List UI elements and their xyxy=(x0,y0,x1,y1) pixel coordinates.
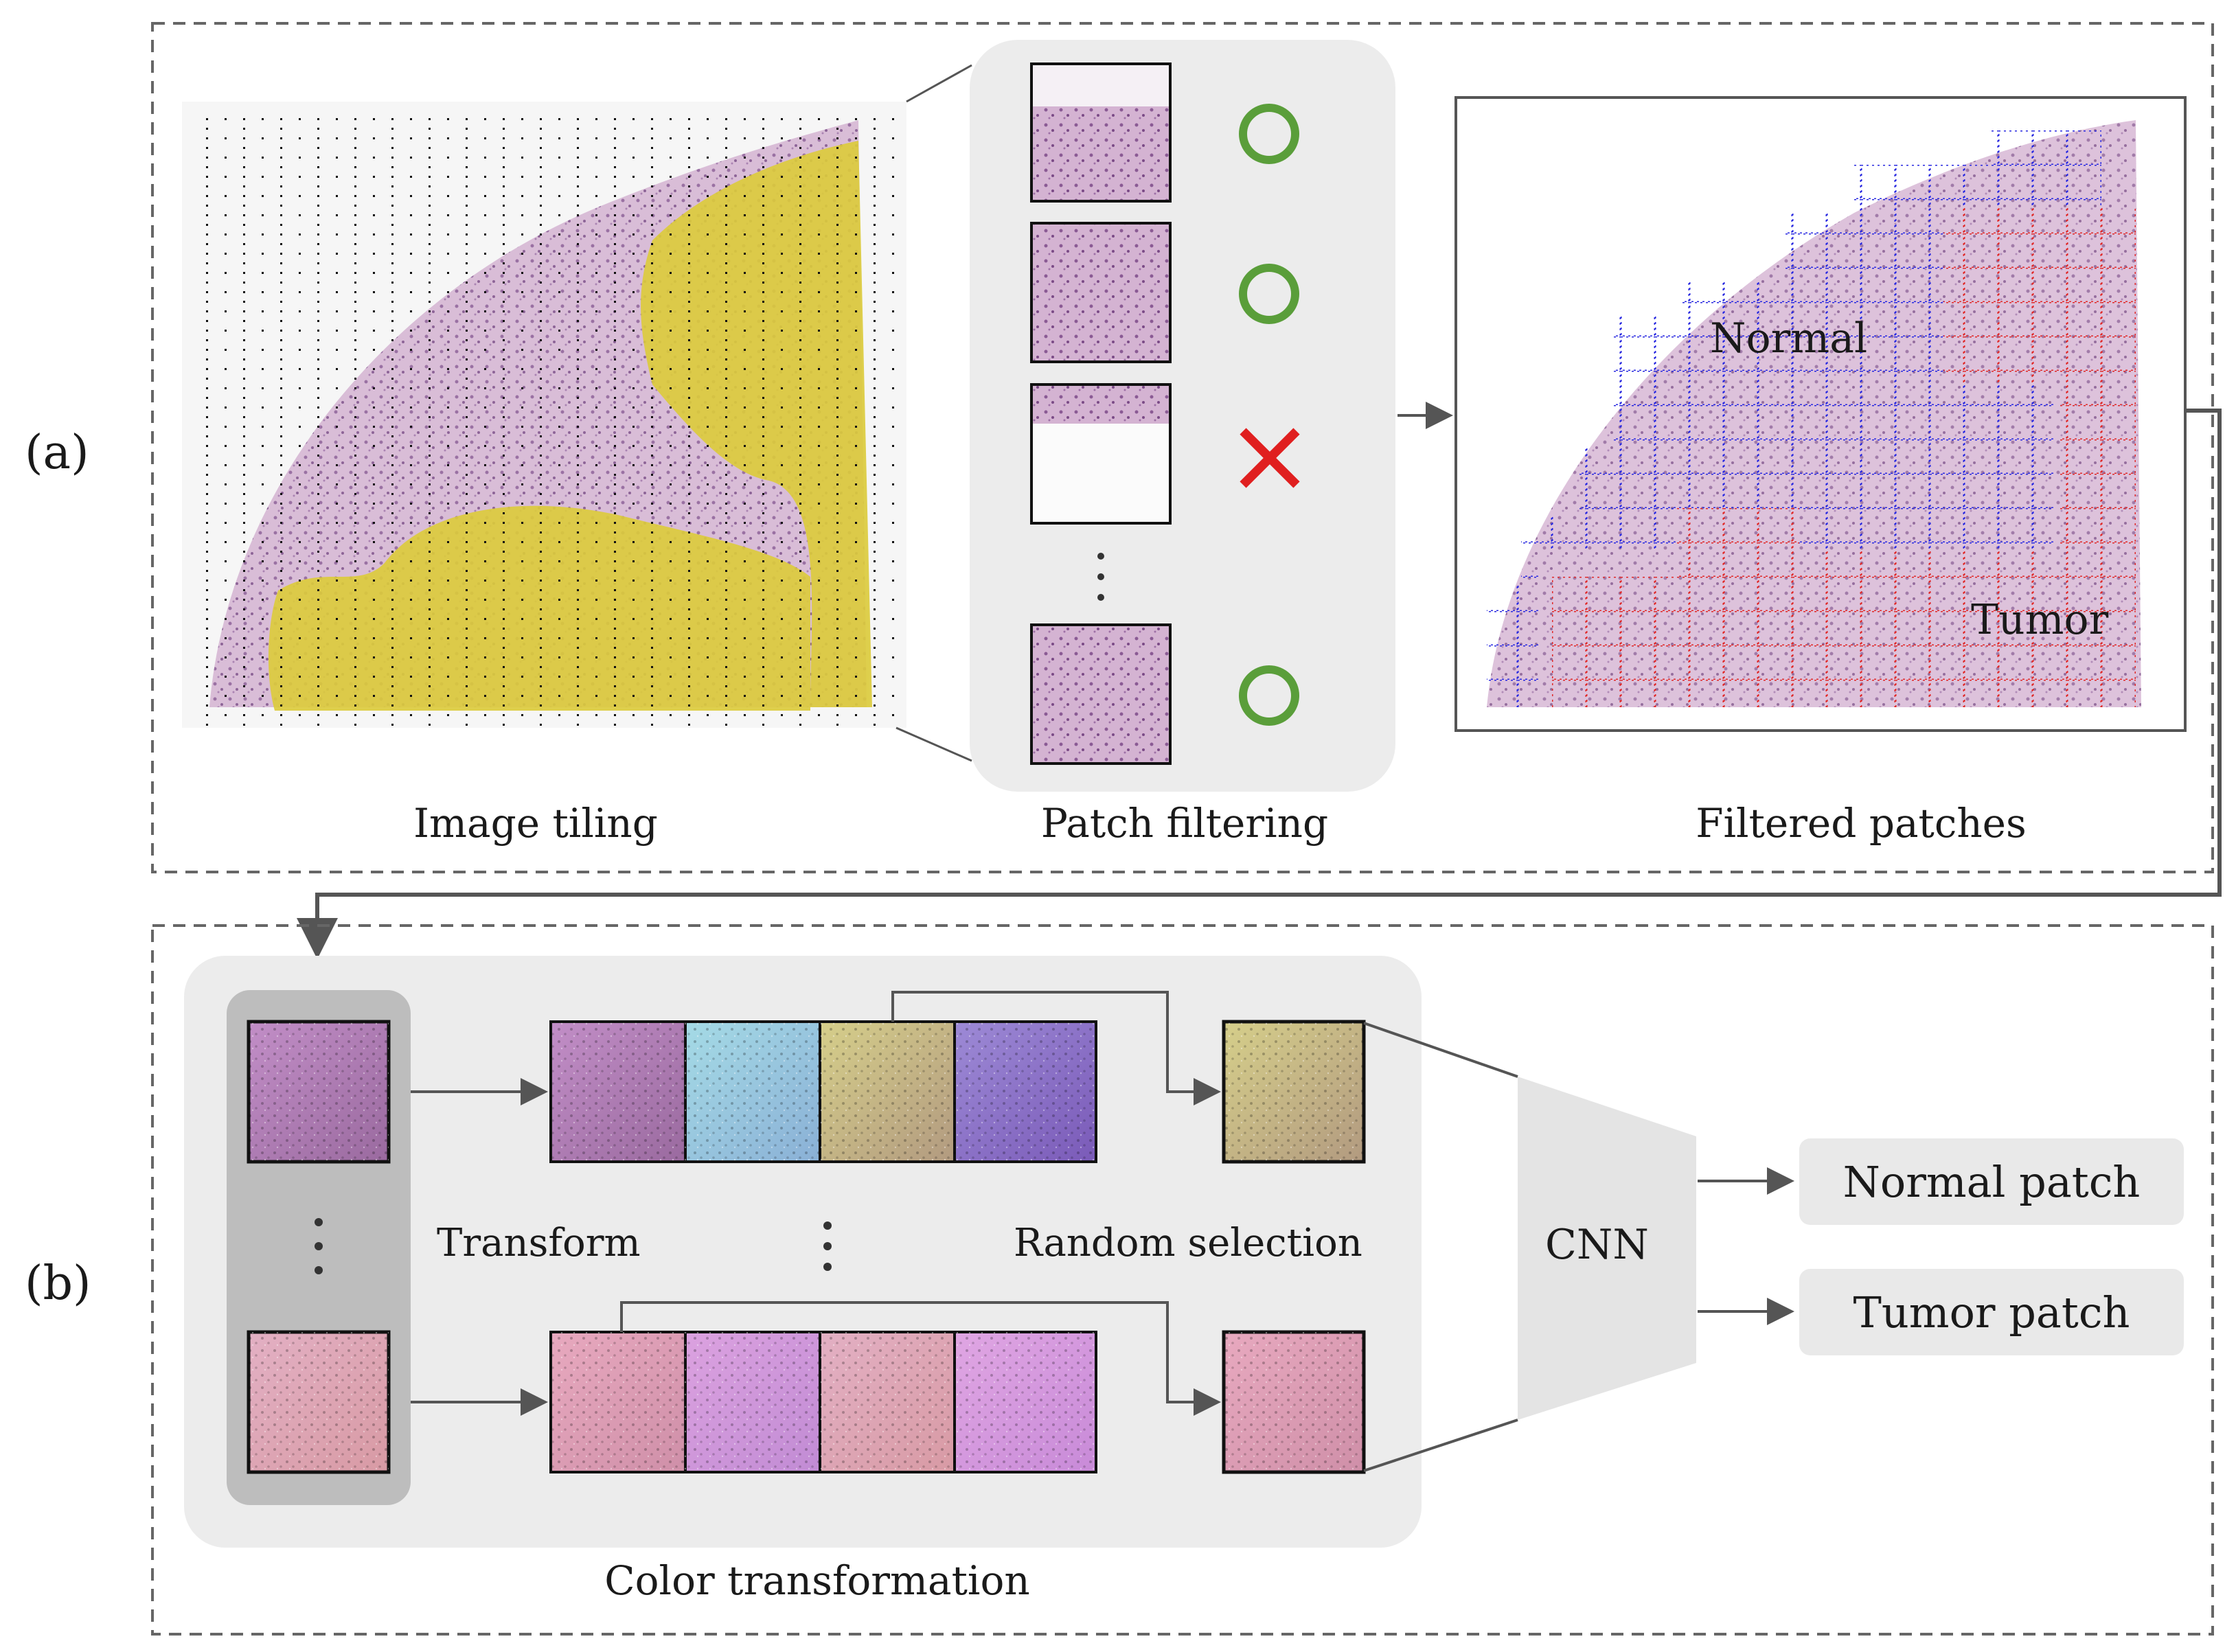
transform-label: Transform xyxy=(437,1221,641,1265)
transformed-patches-top xyxy=(549,1020,1097,1163)
patch-thumbnail xyxy=(1030,222,1172,363)
panel-b-label: (b) xyxy=(25,1257,91,1311)
patch-filtering-caption: Patch filtering xyxy=(1040,800,1329,847)
random-selection-label: Random selection xyxy=(1014,1221,1362,1265)
image-tiling-caption: Image tiling xyxy=(413,800,658,847)
cnn-label: CNN xyxy=(1545,1221,1649,1269)
tumor-region-label: Tumor xyxy=(1971,596,2109,644)
zoom-line-bottom xyxy=(895,726,972,762)
patch-filtering-column xyxy=(1030,62,1300,765)
cross-icon xyxy=(1240,428,1300,488)
tiling-dot-grid xyxy=(206,118,900,728)
normal-patch-output: Normal patch xyxy=(1799,1138,2184,1225)
normal-region-grid xyxy=(1487,130,2101,707)
selected-patches xyxy=(1222,1020,1366,1474)
panel-b-frame xyxy=(151,924,2214,1636)
input-patches xyxy=(247,1020,391,1474)
vertical-ellipsis-icon xyxy=(1097,553,1104,560)
tumor-patch-output: Tumor patch xyxy=(1799,1269,2184,1355)
vertical-ellipsis-icon xyxy=(315,1218,323,1226)
filtered-patches-caption: Filtered patches xyxy=(1696,800,2027,847)
check-circle-icon xyxy=(1239,104,1299,164)
panel-a-frame xyxy=(151,22,2214,873)
selection-arrow-top xyxy=(891,991,1221,1105)
vertical-ellipsis-icon xyxy=(823,1221,832,1230)
color-transformation-caption: Color transformation xyxy=(604,1557,1030,1604)
check-circle-icon xyxy=(1239,665,1299,726)
cnn-input-line-top xyxy=(1363,1022,1518,1078)
selection-arrow-bottom xyxy=(620,1301,1221,1416)
check-circle-icon xyxy=(1239,264,1299,324)
normal-region-label: Normal xyxy=(1710,314,1868,363)
cnn-block xyxy=(1518,1077,1696,1420)
tumor-region-grid xyxy=(1552,206,2136,707)
filtered-patches-image xyxy=(1454,96,2187,732)
image-tiling-slide xyxy=(182,102,906,728)
panel-a-label: (a) xyxy=(25,426,89,480)
transformed-patches-bottom xyxy=(549,1331,1097,1473)
connector-a-to-b xyxy=(297,409,2222,959)
zoom-line-top xyxy=(906,64,972,103)
color-transformation-panel xyxy=(184,956,1422,1548)
cnn-input-line-bottom xyxy=(1363,1419,1518,1472)
patch-thumbnail xyxy=(1030,623,1172,765)
